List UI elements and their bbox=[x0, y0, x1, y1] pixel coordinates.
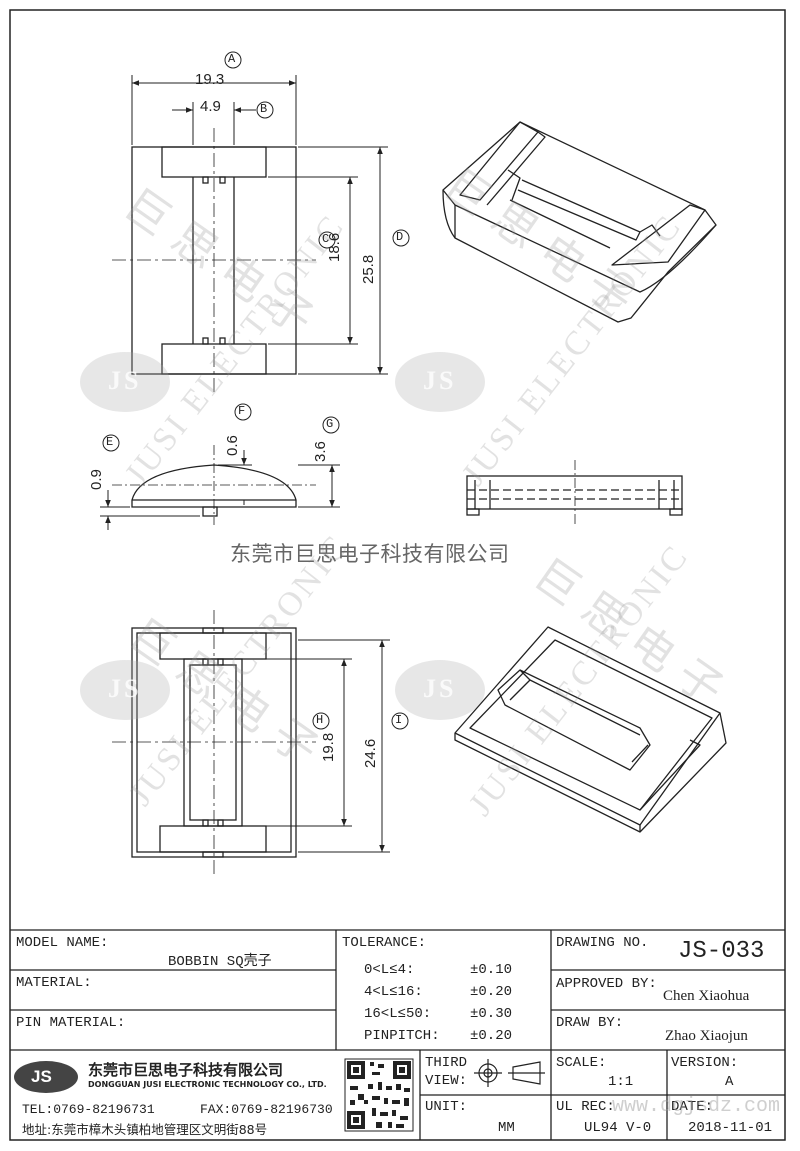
version-value: A bbox=[725, 1074, 734, 1090]
dim-value-a: 19.3 bbox=[195, 71, 225, 88]
title-block-grid bbox=[10, 929, 785, 1140]
date-label: DATE: bbox=[671, 1099, 714, 1115]
company-name-en: DONGGUAN JUSI ELECTRONIC TECHNOLOGY CO.,… bbox=[88, 1080, 327, 1089]
iso-view-top bbox=[442, 121, 717, 323]
company-logo-icon bbox=[14, 1061, 78, 1093]
dim-tag-i: I bbox=[395, 713, 403, 727]
dim-tag-g: G bbox=[326, 417, 334, 431]
side-view bbox=[112, 445, 316, 525]
company-fax: FAX:0769-82196730 bbox=[200, 1102, 333, 1117]
third-view-label: THIRD bbox=[425, 1055, 468, 1071]
website-watermark: www.dgjsdz.com bbox=[612, 1095, 781, 1118]
unit-label: UNIT: bbox=[425, 1099, 468, 1115]
material-label: MATERIAL: bbox=[16, 975, 92, 991]
watermark-logo: JS bbox=[423, 674, 457, 703]
dim-tag-d: D bbox=[396, 230, 404, 244]
dim-tag-e: E bbox=[106, 435, 114, 449]
dim-value-b: 4.9 bbox=[200, 98, 221, 115]
qr-code-icon bbox=[344, 1058, 414, 1132]
tolerance-label: TOLERANCE: bbox=[342, 935, 427, 951]
tolerance-range: 16<L≤50: bbox=[364, 1006, 432, 1022]
bottom-view bbox=[112, 610, 316, 875]
dim-value-f: 0.6 bbox=[224, 435, 241, 456]
top-view-dims bbox=[131, 51, 410, 375]
draw-by-value: Zhao Xiaojun bbox=[665, 1028, 748, 1044]
dim-value-e: 0.9 bbox=[88, 469, 105, 490]
drawing-no-value: JS-033 bbox=[678, 938, 765, 965]
dim-tag-a: A bbox=[228, 52, 236, 66]
watermark-logo: JS bbox=[108, 674, 142, 703]
iso-view-bottom bbox=[454, 626, 727, 833]
approved-by-label: APPROVED BY: bbox=[556, 976, 657, 992]
date-value: 2018-11-01 bbox=[688, 1120, 773, 1136]
dim-tag-c: C bbox=[322, 232, 330, 246]
dim-value-i: 24.6 bbox=[362, 738, 379, 768]
tolerance-range: PINPITCH: bbox=[364, 1028, 440, 1044]
unit-value: MM bbox=[498, 1120, 515, 1136]
tolerance-range: 0<L≤4: bbox=[364, 962, 415, 978]
ul-rec-value: UL94 V-0 bbox=[584, 1120, 652, 1136]
tolerance-value: ±0.20 bbox=[470, 1028, 513, 1044]
company-logo-text: JS bbox=[31, 1067, 52, 1086]
dim-value-g: 3.6 bbox=[312, 441, 329, 462]
top-view bbox=[112, 128, 316, 392]
third-angle-projection-icon bbox=[474, 1059, 545, 1087]
scale-value: 1:1 bbox=[608, 1074, 634, 1090]
dim-tag-h: H bbox=[316, 713, 324, 727]
tolerance-value: ±0.10 bbox=[470, 962, 513, 978]
side-view-dims bbox=[100, 403, 340, 530]
tolerance-range: 4<L≤16: bbox=[364, 984, 423, 1000]
dim-value-h: 19.8 bbox=[320, 732, 337, 762]
dim-value-d: 25.8 bbox=[360, 254, 377, 284]
model-name-label: MODEL NAME: bbox=[16, 935, 109, 951]
scale-label: SCALE: bbox=[556, 1055, 607, 1071]
company-tel: TEL:0769-82196731 bbox=[22, 1102, 155, 1117]
dim-tag-b: B bbox=[260, 102, 268, 116]
approved-by-value: Chen Xiaohua bbox=[663, 988, 750, 1004]
draw-by-label: DRAW BY: bbox=[556, 1015, 624, 1031]
tolerance-value: ±0.20 bbox=[470, 984, 513, 1000]
drawing-no-label: DRAWING NO. bbox=[556, 935, 649, 951]
company-watermark-line: 东莞市巨思电子科技有限公司 bbox=[230, 542, 510, 566]
company-name-cn: 东莞市巨思电子科技有限公司 bbox=[88, 1061, 284, 1079]
company-address: 地址:东莞市樟木头镇柏地管理区文明街88号 bbox=[22, 1122, 268, 1137]
watermark-logos bbox=[80, 352, 485, 720]
third-view-label-2: VIEW: bbox=[425, 1073, 468, 1089]
pin-material-label: PIN MATERIAL: bbox=[16, 1015, 126, 1031]
watermark-logo: JS bbox=[423, 366, 457, 395]
dim-tag-f: F bbox=[238, 404, 246, 418]
tolerance-value: ±0.30 bbox=[470, 1006, 513, 1022]
bottom-view-dims bbox=[244, 639, 409, 853]
dim-value-c: 18.6 bbox=[326, 232, 343, 262]
sheet-border bbox=[9, 9, 786, 1141]
model-name-value: BOBBIN SQ壳子 bbox=[168, 954, 272, 970]
front-view bbox=[466, 460, 683, 525]
version-label: VERSION: bbox=[671, 1055, 739, 1071]
watermark-logo: JS bbox=[108, 366, 142, 395]
ul-rec-label: UL REC: bbox=[556, 1099, 615, 1115]
